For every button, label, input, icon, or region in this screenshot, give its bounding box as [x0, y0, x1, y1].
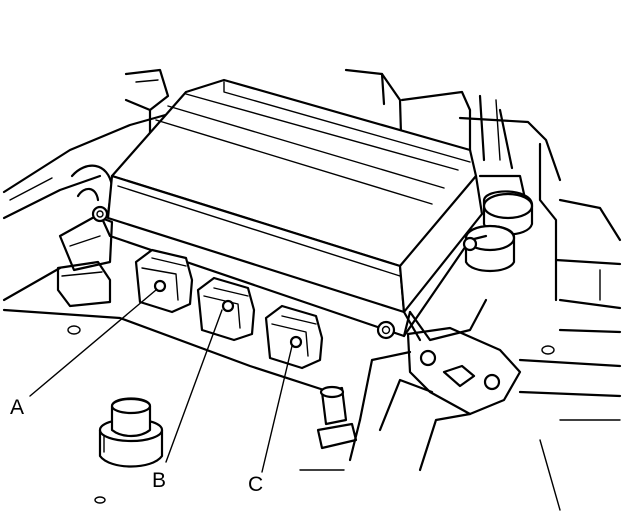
- callout-label-c: C: [248, 473, 263, 496]
- mounting-bolt-icon: [91, 205, 109, 223]
- mounting-bolt-icon: [462, 236, 478, 252]
- leader-line-a: [29, 289, 157, 397]
- connector-c: [264, 304, 324, 370]
- engine-compartment-structure: [2, 68, 622, 511]
- leader-line-c: [261, 345, 293, 473]
- callout-label-b: B: [152, 469, 166, 492]
- leader-line-b: [165, 309, 223, 463]
- connector-a: [134, 248, 194, 314]
- callout-label-a: A: [10, 396, 24, 419]
- connector-b: [196, 276, 256, 342]
- leader-lines: [29, 289, 293, 473]
- bolt-icon: [98, 397, 164, 468]
- mounting-bolt-icon: [376, 320, 396, 340]
- ecu-unit: [91, 78, 488, 342]
